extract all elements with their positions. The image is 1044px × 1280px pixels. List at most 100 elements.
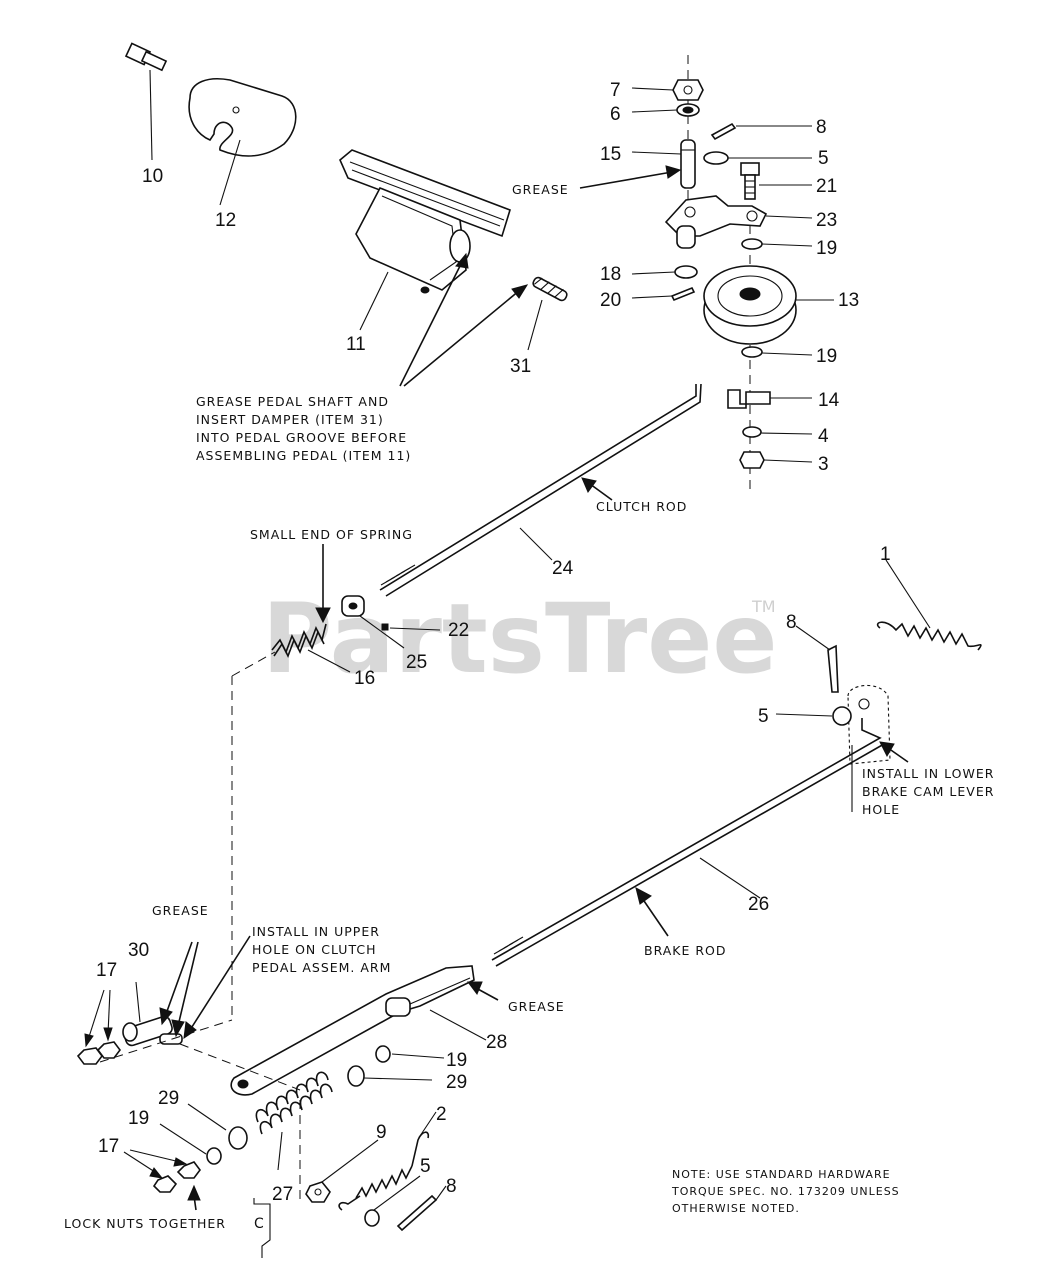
note-upper-hole-line-1: INSTALL IN UPPER [252,924,380,939]
note-pedal-line-1: GREASE PEDAL SHAFT AND [196,394,389,409]
grease-arrow-top [579,165,682,189]
part-17-nuts-lower [152,1161,201,1193]
label-28: 28 [486,1032,507,1053]
part-5-washer-right [775,706,852,726]
label-1: 1 [880,544,891,565]
part-30-pivot [122,981,183,1047]
part-14-bracket [727,389,771,409]
note-hardware-line-1: NOTE: USE STANDARD HARDWARE [672,1168,891,1181]
part-13-pulley [703,265,797,345]
part-2-spring [338,1111,437,1211]
lock-nuts-arrow [187,1184,201,1211]
note-pedal-line-4: ASSEMBLING PEDAL (ITEM 11) [196,448,411,463]
label-8-lower: 8 [446,1176,457,1197]
label-20: 20 [600,290,621,311]
note-upper-hole-line-2: HOLE ON CLUTCH [252,942,377,957]
label-31: 31 [510,356,531,377]
upper-hole-arrow [183,935,251,1040]
label-5-top: 5 [818,148,829,169]
note-clutch-rod: CLUTCH ROD [596,499,687,514]
label-8-right: 8 [786,612,797,633]
grease-arrow-right [467,981,499,1001]
note-brake-cam-line-3: HOLE [862,802,900,817]
note-brake-rod: BRAKE ROD [644,943,727,958]
brake-cam-arrow [851,741,909,812]
part-22-setscrew [381,623,441,631]
part-4-lockwasher [742,426,762,438]
label-21: 21 [816,176,837,197]
label-19-a: 19 [816,238,837,259]
label-15: 15 [600,144,621,165]
part-5-washer-lower [364,1175,421,1227]
grease-arrows-left [159,941,199,1038]
label-5-lower: 5 [420,1156,431,1177]
part-19-washer-a [741,238,763,250]
label-7: 7 [610,80,621,101]
part-5-washer-top [703,151,729,165]
label-16: 16 [354,668,375,689]
part-9-nut [305,1139,379,1203]
label-17-lower: 17 [98,1136,119,1157]
label-14: 14 [818,390,840,411]
label-29-upper: 29 [446,1072,467,1093]
part-21-bolt [740,162,760,200]
part-19-washer-c [375,1045,445,1063]
part-23-idler-arm [664,195,768,249]
label-3: 3 [818,454,829,475]
note-brake-cam-line-1: INSTALL IN LOWER [862,766,994,781]
part-17-arrows-lower [123,1149,188,1179]
part-31-damper [527,276,568,351]
label-29-lower: 29 [158,1088,179,1109]
label-2: 2 [436,1104,447,1125]
part-26-brake-rod [491,718,885,967]
label-23: 23 [816,210,837,231]
clutch-rod-arrow [581,477,613,501]
note-lock-nuts: LOCK NUTS TOGETHER [64,1216,226,1231]
note-upper-hole-line-3: PEDAL ASSEM. ARM [252,960,391,975]
note-hardware-line-2: TORQUE SPEC. NO. 173209 UNLESS [671,1185,900,1198]
part-19-washer-d [159,1123,222,1165]
label-17-upper: 17 [96,960,117,981]
note-grease-left: GREASE [152,903,209,918]
part-17-arrows-upper [84,989,113,1048]
label-19-b: 19 [816,346,837,367]
note-grease-right: GREASE [508,999,565,1014]
label-19-c: 19 [446,1050,467,1071]
brake-cam-lever [847,684,891,765]
pivot-dashed-line [99,1019,233,1063]
note-brake-cam-line-2: BRAKE CAM LEVER [862,784,994,799]
part-1-spring [876,559,982,651]
label-6: 6 [610,104,621,125]
corner-bracket [253,1198,271,1258]
label-25: 25 [406,652,427,673]
small-end-arrow [315,544,331,624]
label-18: 18 [600,264,621,285]
part-18-washer [674,265,698,279]
watermark-tm: TM [751,597,776,616]
spring-dashed-diag [231,651,276,677]
part-24-clutch-rod [379,383,702,597]
brake-rod-arrow [635,887,669,937]
label-4: 4 [818,426,829,447]
part-12-pad [188,78,297,206]
watermark: PartsTree [262,583,777,695]
label-9: 9 [376,1122,387,1143]
part-29-nut-upper [347,1065,433,1087]
note-hardware-line-3: OTHERWISE NOTED. [672,1202,800,1215]
label-10: 10 [142,166,163,187]
note-small-end: SMALL END OF SPRING [250,527,413,542]
part-29-nut-lower [187,1103,248,1150]
note-pedal-line-3: INTO PEDAL GROOVE BEFORE [196,430,407,445]
label-26: 26 [748,894,769,915]
label-11: 11 [346,334,366,355]
part-16-spring [271,623,351,673]
label-13: 13 [838,290,859,311]
part-19-washer-b [741,346,763,358]
part-8-cotter-pin-right [795,625,839,693]
part-8-cotter-pin-lower [396,1185,447,1232]
label-5-right: 5 [758,706,769,727]
part-15-pin [680,139,696,189]
label-30: 30 [128,940,149,961]
label-12: 12 [215,210,236,231]
